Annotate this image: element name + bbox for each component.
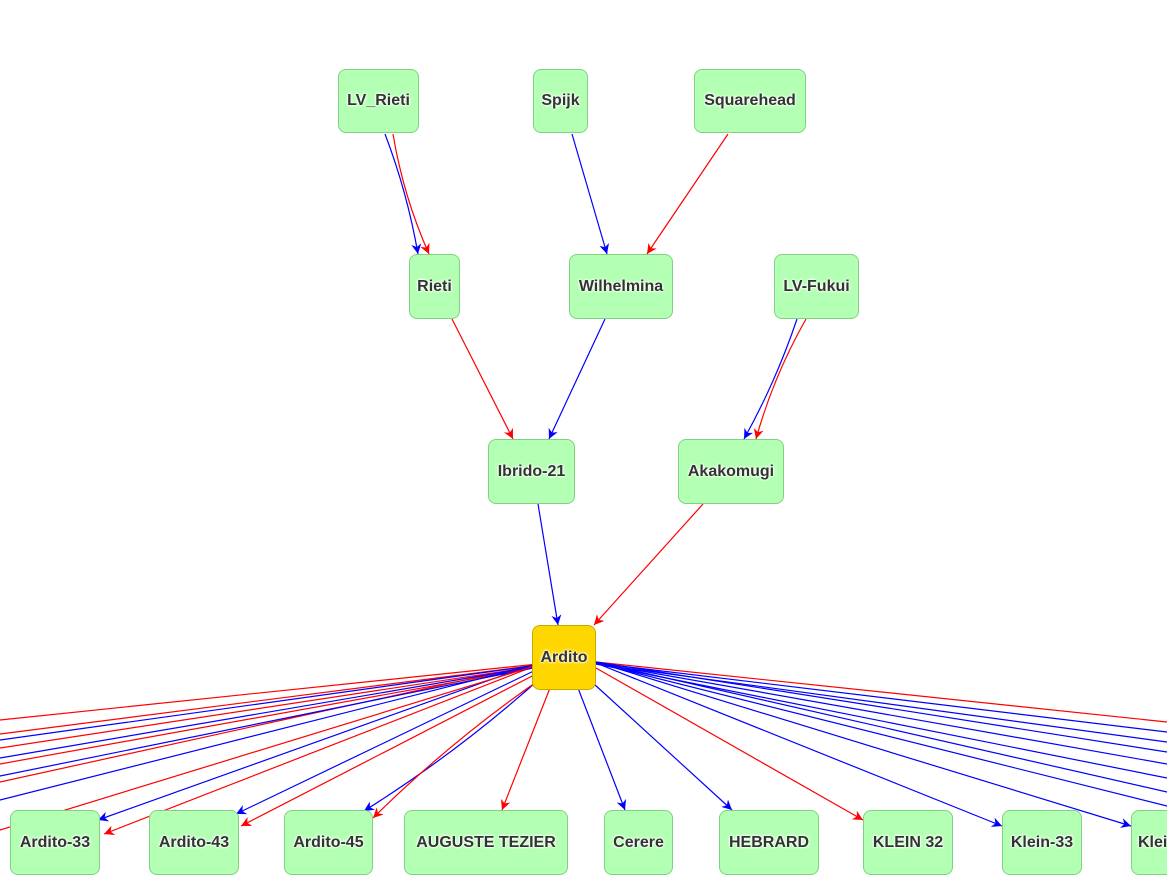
edge-ardito-to-klein_partial-blue bbox=[595, 661, 1132, 828]
edge-ardito-offscreen-left-0 bbox=[0, 663, 539, 721]
edge-squarehead-to-wilhelmina-red bbox=[646, 133, 729, 255]
edge-wilhelmina-to-ibrido_21-blue bbox=[548, 318, 606, 440]
edge-ibrido_21-to-ardito-blue bbox=[537, 503, 562, 626]
edge-ardito-to-ardito_33-red bbox=[103, 663, 541, 836]
edge-ardito-offscreen-left-6 bbox=[0, 665, 539, 759]
edge-ardito-to-klein_33-blue bbox=[595, 662, 1003, 827]
edge-ardito-offscreen-left-7 bbox=[0, 666, 539, 777]
edge-ardito-offscreen-right-3 bbox=[595, 661, 1167, 753]
edge-lv_rieti-to-rieti-red bbox=[392, 133, 430, 255]
edge-ardito-to-cerere-blue bbox=[577, 687, 627, 811]
node-ibrido-21[interactable]: Ibrido-21 bbox=[488, 439, 575, 504]
edge-ardito-offscreen-left-1 bbox=[0, 664, 539, 735]
edge-ardito-offscreen-right-1 bbox=[595, 662, 1167, 733]
node-squarehead[interactable]: Squarehead bbox=[694, 69, 806, 133]
edge-ardito-offscreen-right-0 bbox=[595, 661, 1167, 723]
edge-ardito-to-ardito_45-red bbox=[372, 675, 546, 819]
node-klein-partial[interactable]: Klei bbox=[1131, 810, 1167, 875]
node-hebrard[interactable]: HEBRARD bbox=[719, 810, 819, 875]
edge-spijk-to-wilhelmina-blue bbox=[571, 133, 610, 255]
node-akakomugi[interactable]: Akakomugi bbox=[678, 439, 784, 504]
edge-lv_fukui-to-akakomugi-red bbox=[753, 318, 807, 440]
edge-ardito-offscreen-left-4 bbox=[0, 663, 539, 783]
edge-lv_rieti-to-rieti-blue bbox=[384, 133, 422, 255]
edge-ardito-offscreen-left-9 bbox=[0, 664, 539, 831]
edge-lv_fukui-to-akakomugi-blue bbox=[743, 318, 798, 440]
node-spijk[interactable]: Spijk bbox=[533, 69, 588, 133]
edge-rieti-to-ibrido_21-red bbox=[451, 318, 514, 440]
edge-ardito-to-ardito_43-red bbox=[240, 671, 541, 827]
node-ardito-45[interactable]: Ardito-45 bbox=[284, 810, 373, 875]
edge-ardito-offscreen-right-6 bbox=[595, 661, 1167, 793]
edge-ardito-to-ardito_43-blue bbox=[235, 667, 541, 815]
edge-ardito-to-ardito_45-blue bbox=[363, 673, 546, 812]
edge-ardito-offscreen-right-4 bbox=[595, 662, 1167, 765]
edge-ardito-offscreen-left-8 bbox=[0, 663, 539, 801]
node-rieti[interactable]: Rieti bbox=[409, 254, 460, 319]
edge-ardito-offscreen-left-5 bbox=[0, 664, 539, 741]
node-klein-32[interactable]: KLEIN 32 bbox=[863, 810, 953, 875]
node-ardito-33[interactable]: Ardito-33 bbox=[10, 810, 100, 875]
edge-ardito-offscreen-left-2 bbox=[0, 665, 539, 749]
edge-ardito-to-auguste_tezier-red bbox=[501, 687, 551, 811]
node-klein-33[interactable]: Klein-33 bbox=[1002, 810, 1082, 875]
node-wilhelmina[interactable]: Wilhelmina bbox=[569, 254, 673, 319]
node-lv-fukui[interactable]: LV-Fukui bbox=[774, 254, 859, 319]
edge-ardito-to-klein_32-red bbox=[595, 667, 864, 821]
node-auguste-tezier[interactable]: AUGUSTE TEZIER bbox=[404, 810, 568, 875]
edge-ardito-to-hebrard-blue bbox=[593, 683, 733, 811]
edge-ardito-offscreen-right-7 bbox=[595, 662, 1167, 807]
edge-ardito-to-ardito_33-blue bbox=[97, 661, 541, 822]
edge-akakomugi-to-ardito-red bbox=[593, 503, 704, 626]
node-lv-rieti[interactable]: LV_Rieti bbox=[338, 69, 419, 133]
node-cerere[interactable]: Cerere bbox=[604, 810, 673, 875]
node-ardito[interactable]: Ardito bbox=[532, 625, 596, 690]
node-ardito-43[interactable]: Ardito-43 bbox=[149, 810, 239, 875]
